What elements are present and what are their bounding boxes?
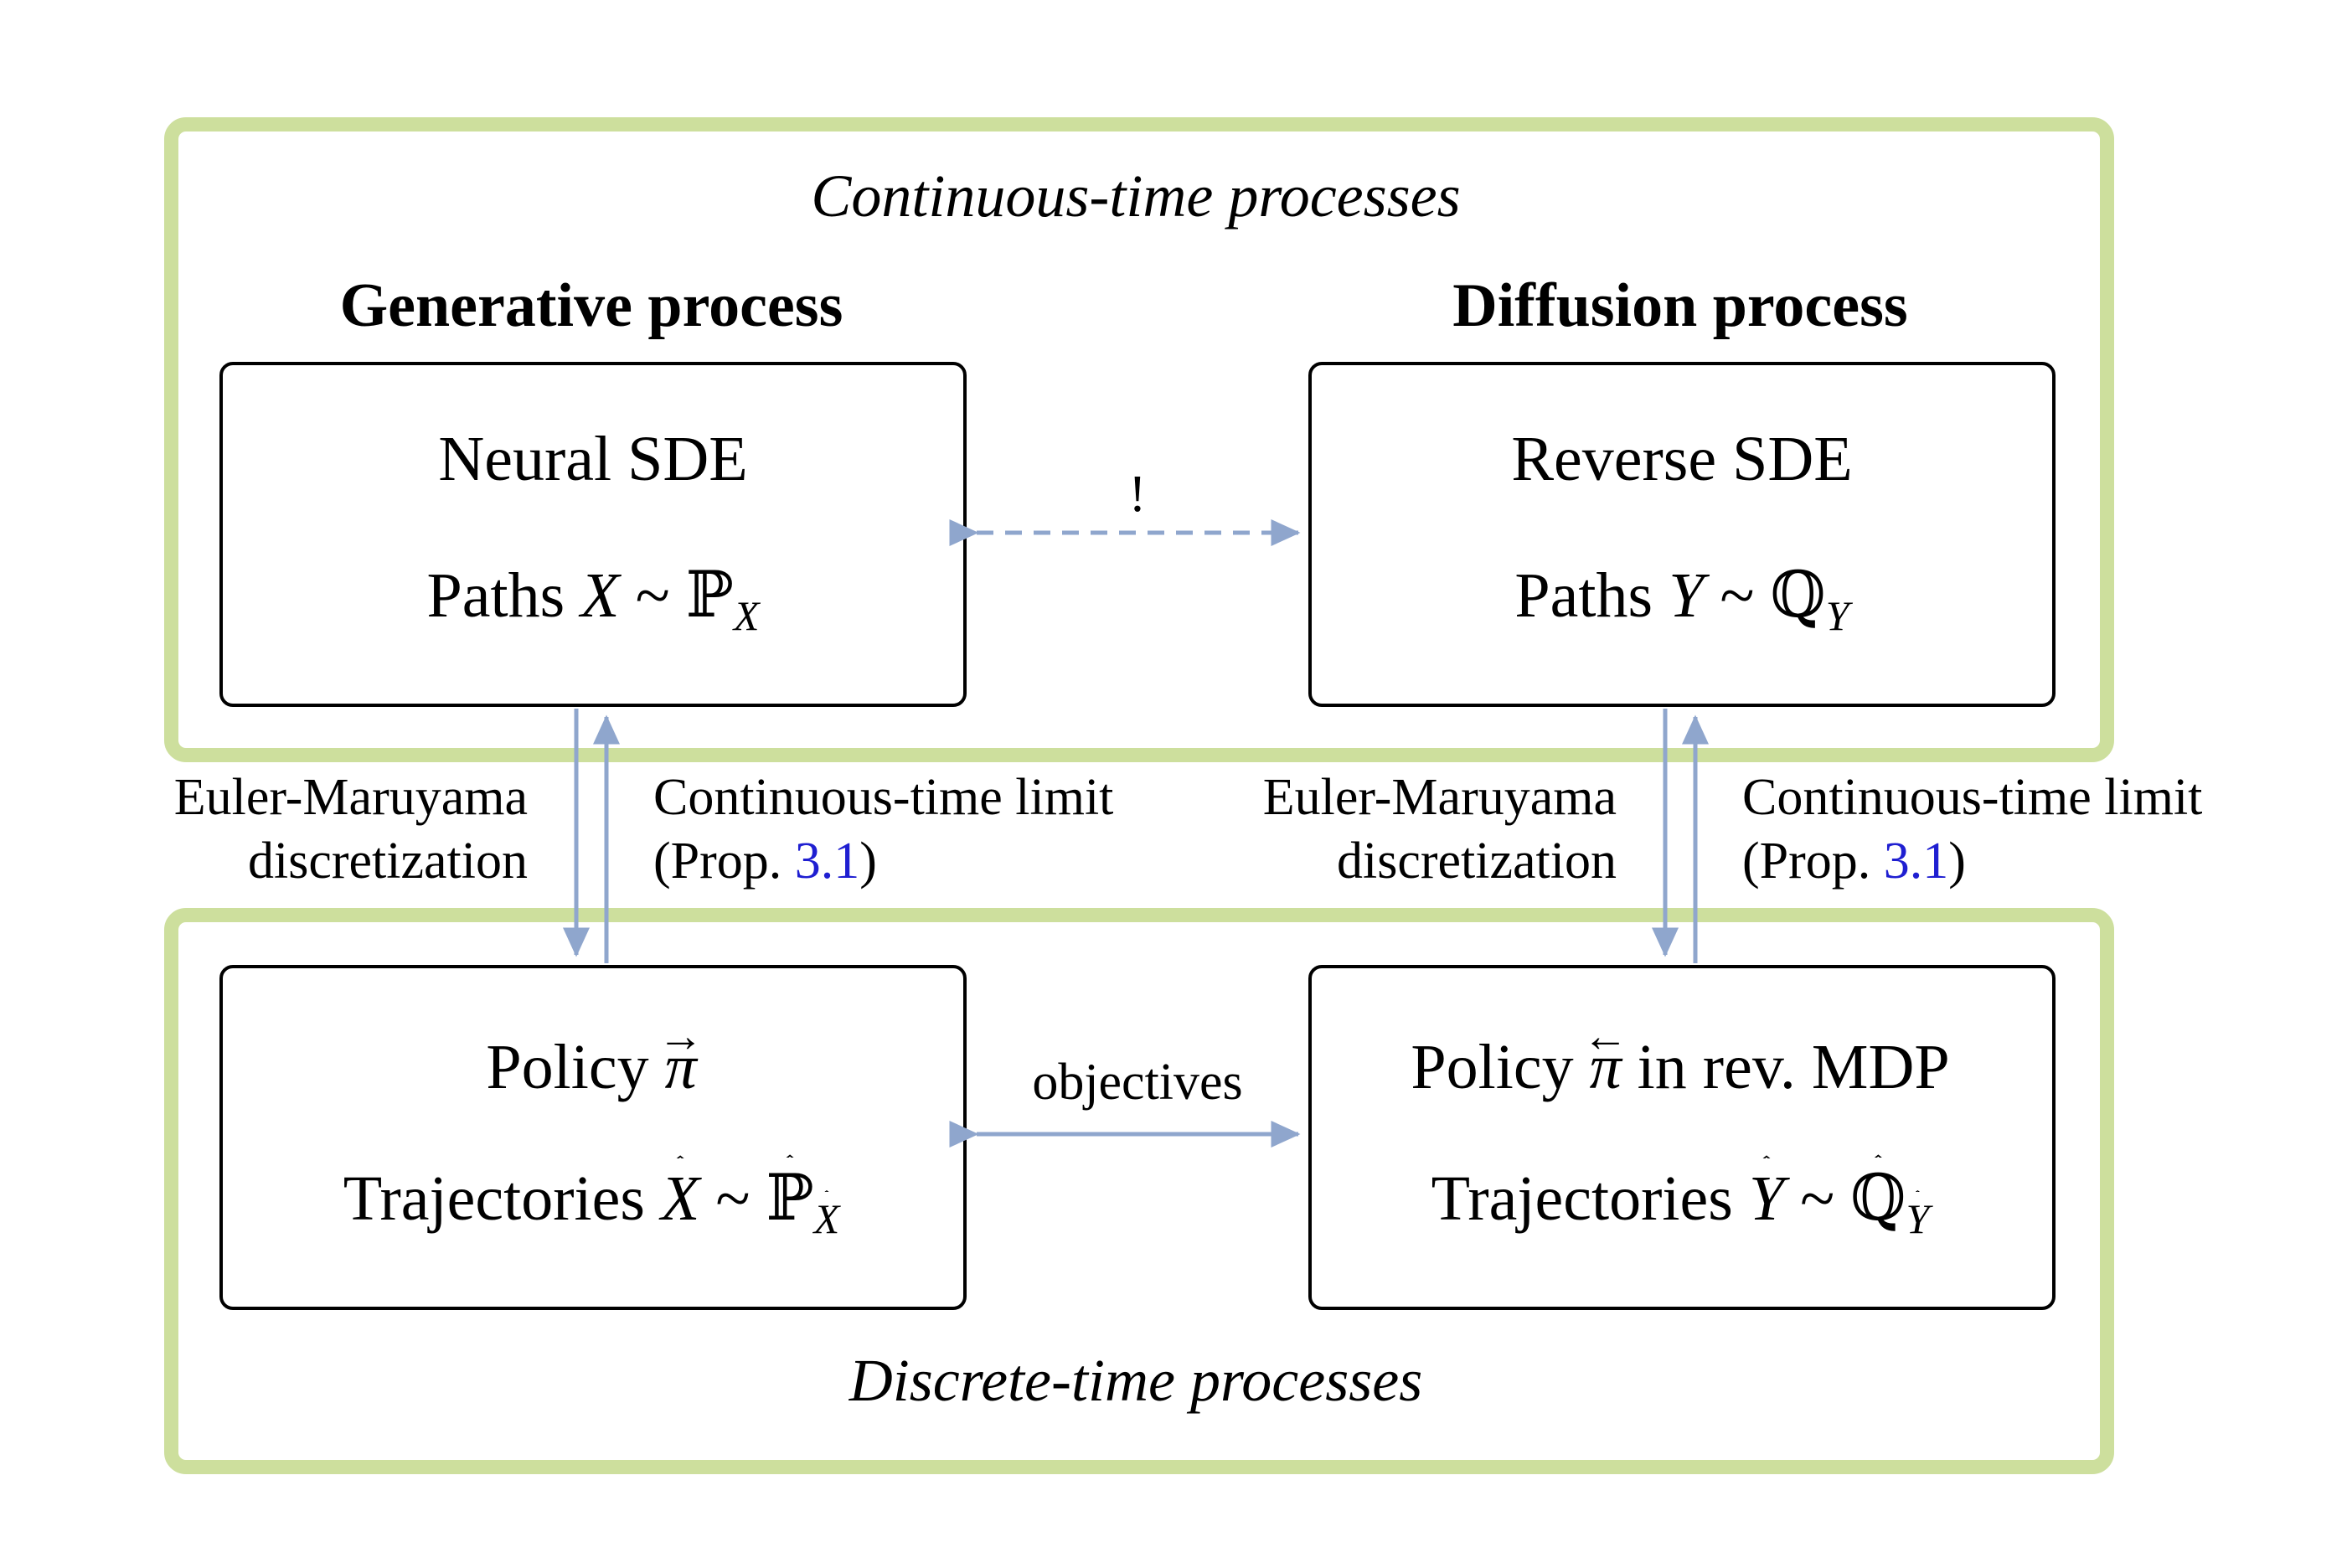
right-limit-label: Continuous-time limit (Prop. 3.1) [1742,766,2202,893]
reverse-policy-box [1308,965,2056,1310]
left-limit-label: Continuous-time limit (Prop. 3.1) [653,766,1113,893]
reverse-mdp-label: in rev. MDP [1637,1032,1950,1102]
label-line-1: Continuous-time limit [1742,769,2203,826]
reverse-sde-title: Reverse SDE [1511,424,1853,494]
forward-policy-title: Policy →π [486,1013,704,1102]
left-discretization-label: Euler-Maruyama discretization [139,766,528,893]
forward-trajectories: Trajectories X ~ ℙX [343,1166,840,1240]
reverse-policy-title: Policy ←π in rev. MDP [1411,1013,1950,1102]
prop-reference-link[interactable]: 3.1 [794,833,860,890]
prop-prefix: (Prop. [653,833,795,890]
trajectory-measure-subscript: X [813,1195,840,1243]
trajectory-measure-subscript: Y [1906,1195,1930,1243]
path-measure-subscript: Y [1825,592,1849,640]
neural-sde-title: Neural SDE [438,424,748,494]
path-measure: ℚ [1770,557,1826,632]
label-line-1: Euler-Maruyama [173,769,528,826]
path-variable: Y [1669,560,1705,631]
distributed-as-symbol: ~ [635,560,670,631]
continuous-time-region [164,117,2114,762]
reverse-sde-box [1308,362,2056,707]
trajectory-variable: X [660,1163,700,1234]
reverse-trajectories: Trajectories Y ~ ℚY [1431,1166,1930,1240]
label-line-1: Euler-Maruyama [1262,769,1617,826]
path-measure-subscript: X [733,592,760,640]
reverse-sde-paths: Paths Y ~ ℚY [1514,563,1849,637]
distributed-as-symbol: ~ [1720,560,1755,631]
pi-symbol: π [1589,1032,1622,1102]
exchange-label-top: ! [1128,466,1147,523]
label-line-2: discretization [248,833,528,890]
generative-process-title: Generative process [339,271,843,340]
reverse-policy-symbol: ←π [1582,1013,1628,1102]
policy-word: Policy [486,1032,649,1102]
prop-suffix: ) [859,833,877,890]
forward-arrow-icon: → [658,1009,704,1061]
continuous-time-label: Continuous-time processes [811,162,1461,230]
trajectories-word: Trajectories [1431,1163,1733,1234]
path-variable: X [580,560,620,631]
prop-suffix: ) [1948,833,1966,890]
discrete-time-region [164,908,2114,1474]
trajectory-measure: ℙ [766,1160,814,1235]
trajectory-measure: ℚ [1850,1160,1906,1235]
trajectories-word: Trajectories [343,1163,645,1234]
forward-policy-symbol: →π [658,1013,704,1102]
distributed-as-symbol: ~ [1800,1163,1835,1234]
distributed-as-symbol: ~ [715,1163,751,1234]
paths-word: Paths [1514,560,1653,631]
right-discretization-label: Euler-Maruyama discretization [1226,766,1617,893]
paths-word: Paths [426,560,565,631]
trajectory-variable: Y [1748,1163,1785,1234]
prop-prefix: (Prop. [1742,833,1884,890]
discrete-time-label: Discrete-time processes [849,1347,1423,1414]
forward-policy-box [219,965,967,1310]
label-line-1: Continuous-time limit [653,769,1114,826]
label-line-2: (Prop. 3.1) [653,829,1113,893]
prop-reference-link[interactable]: 3.1 [1883,833,1949,890]
policy-word: Policy [1411,1032,1574,1102]
backward-arrow-icon: ← [1582,1009,1628,1061]
label-line-2: (Prop. 3.1) [1742,829,2202,893]
pi-symbol: π [664,1032,697,1102]
objectives-label: objectives [1032,1054,1243,1111]
neural-sde-paths: Paths X ~ ℙX [426,563,759,637]
diffusion-process-title: Diffusion process [1452,271,1908,340]
label-line-2: discretization [1337,833,1617,890]
path-measure: ℙ [685,557,734,632]
